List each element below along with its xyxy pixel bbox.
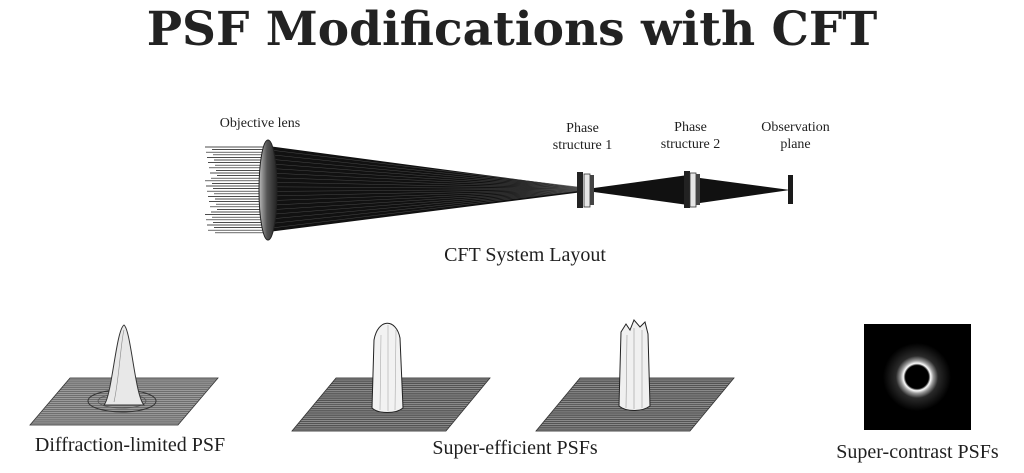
super-contrast-caption: Super-contrast PSFs	[836, 441, 999, 463]
page-title: PSF Modifications with CFT	[146, 2, 878, 57]
super-contrast-psf-image	[864, 324, 971, 430]
beam-1-2	[594, 175, 688, 205]
incoming-rays	[205, 146, 268, 234]
system-layout-caption: CFT System Layout	[444, 244, 606, 266]
objective-lens-label: Objective lens	[219, 116, 301, 131]
phase-structure-1	[577, 172, 594, 208]
observation-plane	[788, 175, 793, 204]
super-efficient-caption: Super-efficient PSFs	[432, 437, 598, 459]
beam-2-obs	[700, 178, 790, 203]
objective-lens	[258, 139, 278, 241]
phase-structure-2	[684, 171, 700, 208]
diffraction-limited-caption: Diffraction-limited PSF	[34, 434, 226, 456]
super-efficient-psf-plot-2	[535, 319, 735, 432]
super-efficient-psf-plot-1	[291, 322, 491, 432]
converging-beam	[268, 146, 583, 232]
diffraction-limited-psf-plot	[29, 324, 219, 426]
